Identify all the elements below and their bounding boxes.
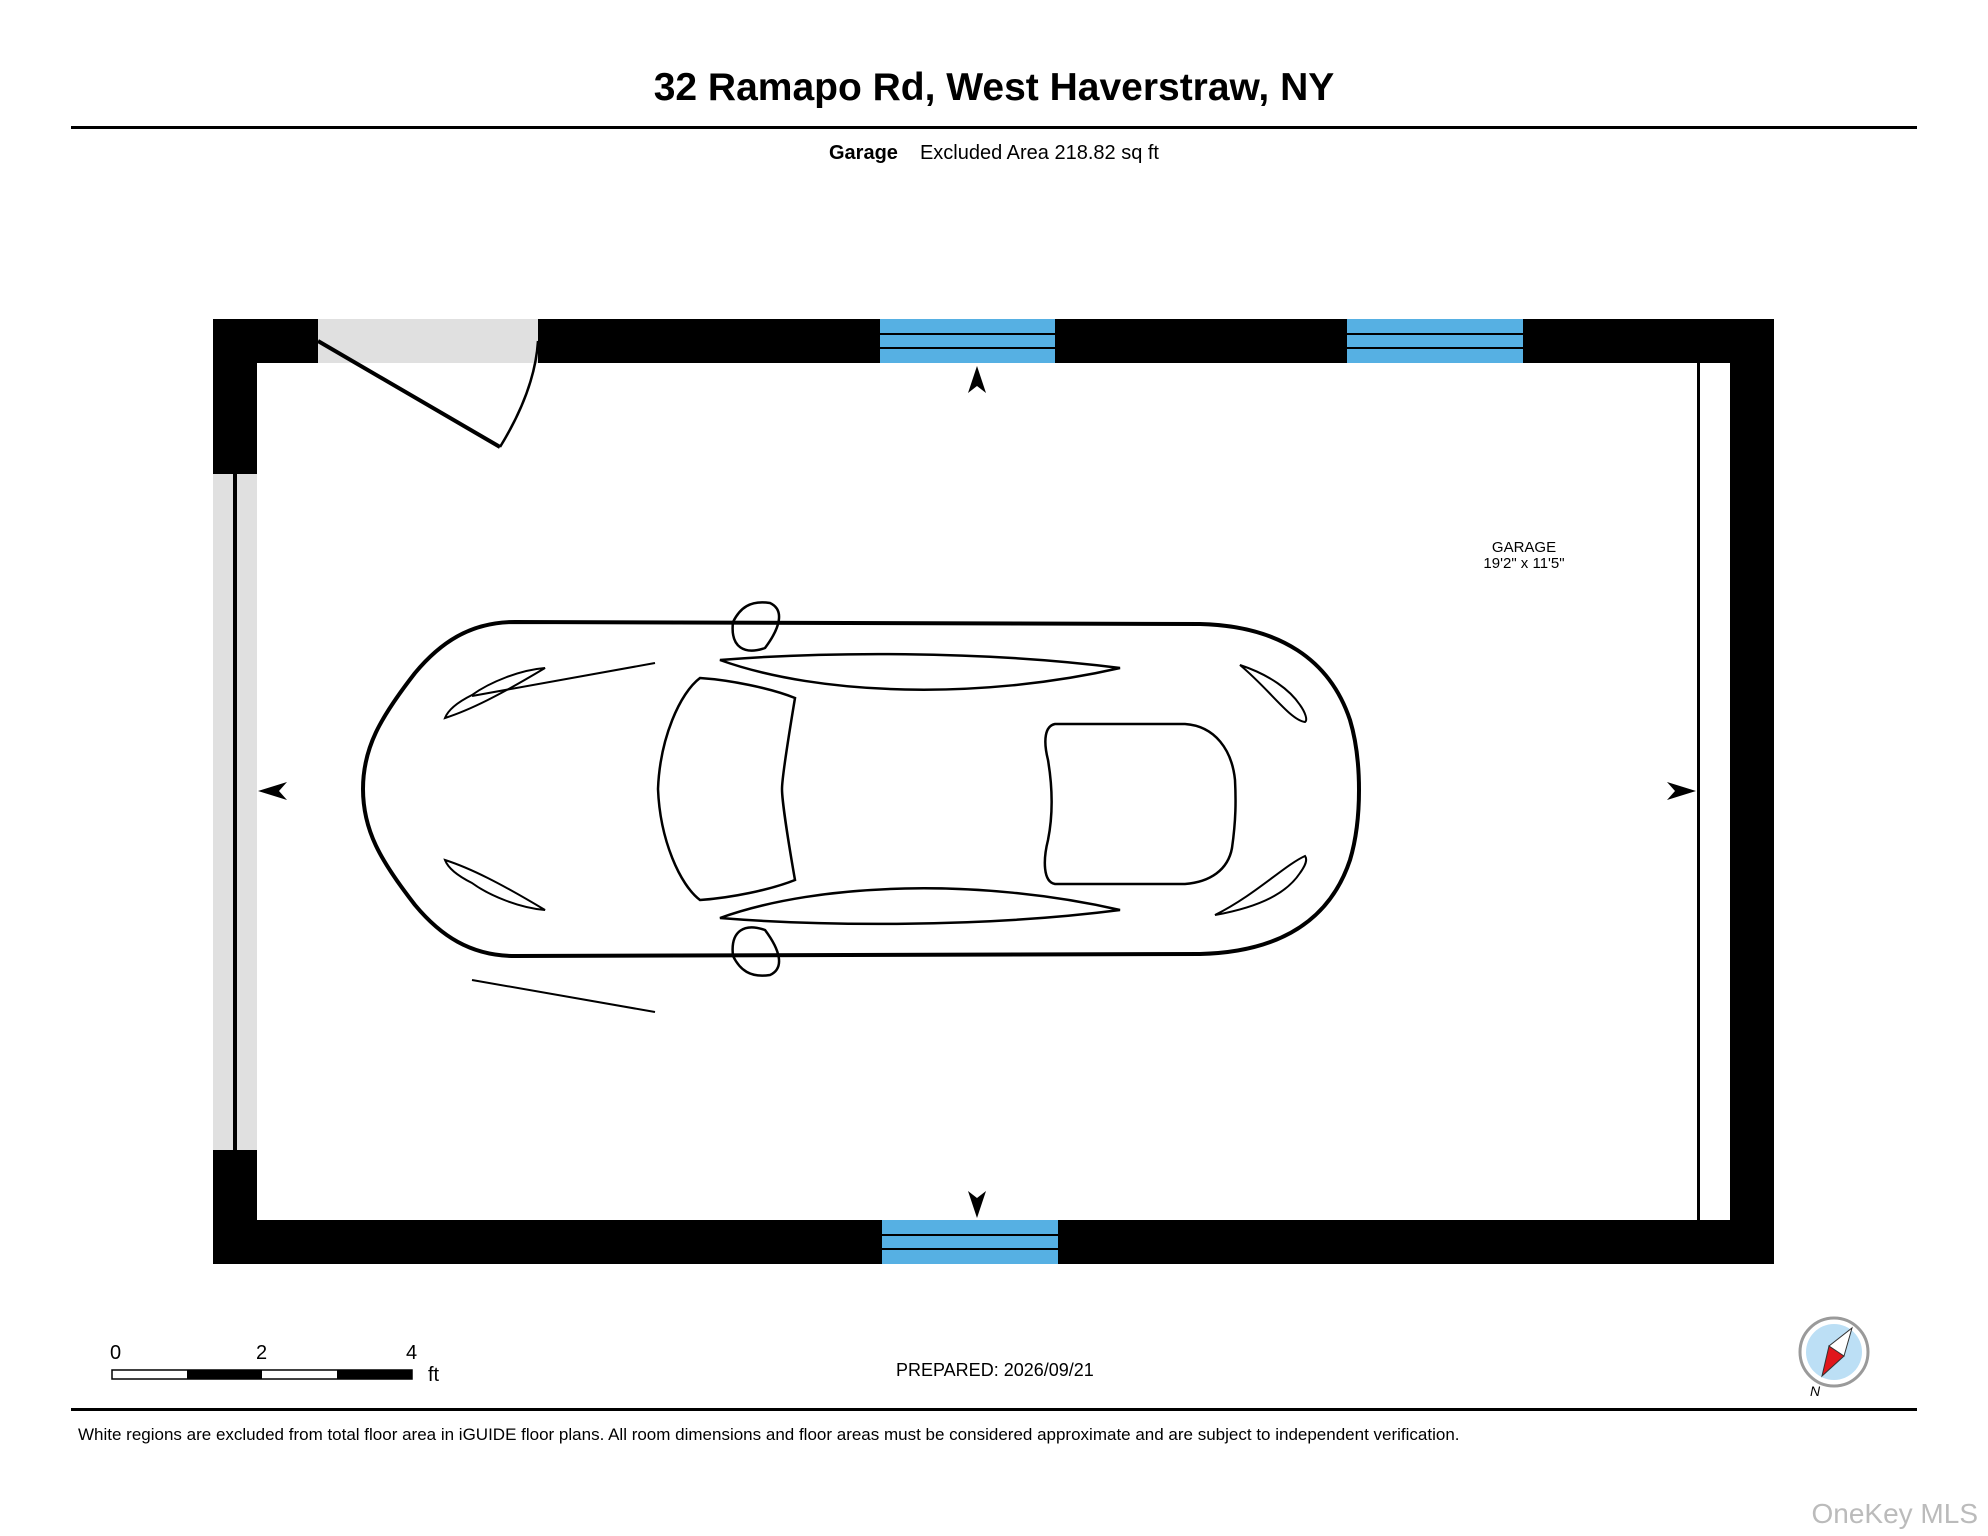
area-summary: Garage Excluded Area 218.82 sq ft [0, 142, 1988, 165]
window-top-1 [880, 319, 1055, 363]
scale-tick-0: 0 [110, 1342, 122, 1364]
watermark: OneKey MLS [1811, 1498, 1978, 1529]
scale-tick-2: 2 [256, 1342, 268, 1364]
arrow-up-icon [968, 366, 986, 393]
disclaimer: White regions are excluded from total fl… [78, 1425, 1460, 1444]
wall-top [538, 319, 1774, 363]
scale-unit: ft [428, 1364, 440, 1386]
right-inner-line [1697, 363, 1700, 1220]
walls [213, 319, 1774, 1264]
wall-left-upper [213, 319, 257, 474]
room-label: GARAGE [1492, 539, 1556, 556]
entry-door [316, 319, 540, 449]
arrow-left-icon [258, 782, 287, 800]
wall-left-lower [213, 1150, 257, 1264]
prepared-date: PREPARED: 2026/09/21 [896, 1360, 1094, 1380]
scale-bar [111, 1369, 413, 1380]
plan-title: 32 Ramapo Rd, West Haverstraw, NY [653, 66, 1335, 109]
compass-north-label: N [1810, 1383, 1821, 1399]
header-rule [71, 126, 1917, 129]
window-top-2 [1347, 319, 1523, 363]
excluded-area: Excluded Area 218.82 sq ft [919, 142, 1159, 164]
room-dimensions: 19'2" x 11'5" [1483, 555, 1564, 572]
compass-icon: N [1798, 1316, 1870, 1399]
room-name: Garage [829, 142, 898, 164]
car-icon [360, 601, 1361, 1013]
garage-door-opening [213, 474, 257, 1150]
scale-tick-4: 4 [406, 1342, 418, 1364]
arrow-right-icon [1667, 782, 1696, 800]
arrow-down-icon [968, 1191, 986, 1218]
footer-rule [71, 1408, 1917, 1411]
window-bottom [882, 1220, 1058, 1264]
wall-right [1730, 319, 1774, 1264]
